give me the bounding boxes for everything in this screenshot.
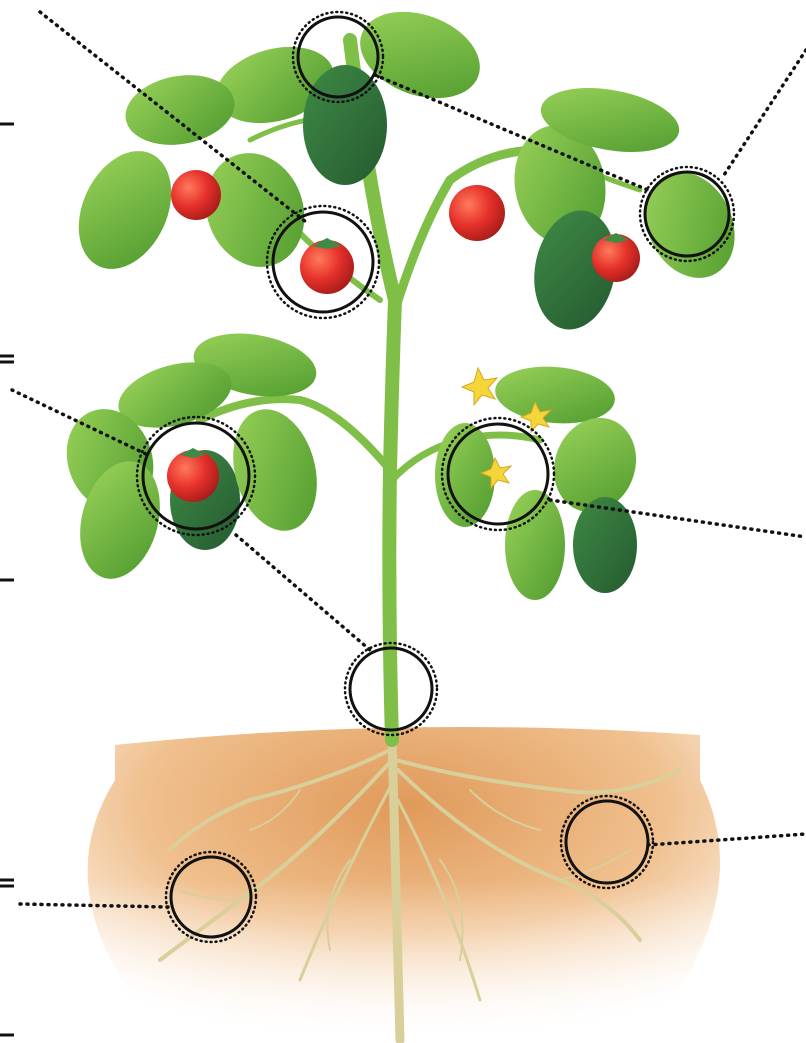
tomato	[449, 185, 505, 241]
tomato	[171, 170, 221, 220]
soil	[60, 727, 760, 1043]
label-blank-ticks	[0, 124, 14, 1035]
